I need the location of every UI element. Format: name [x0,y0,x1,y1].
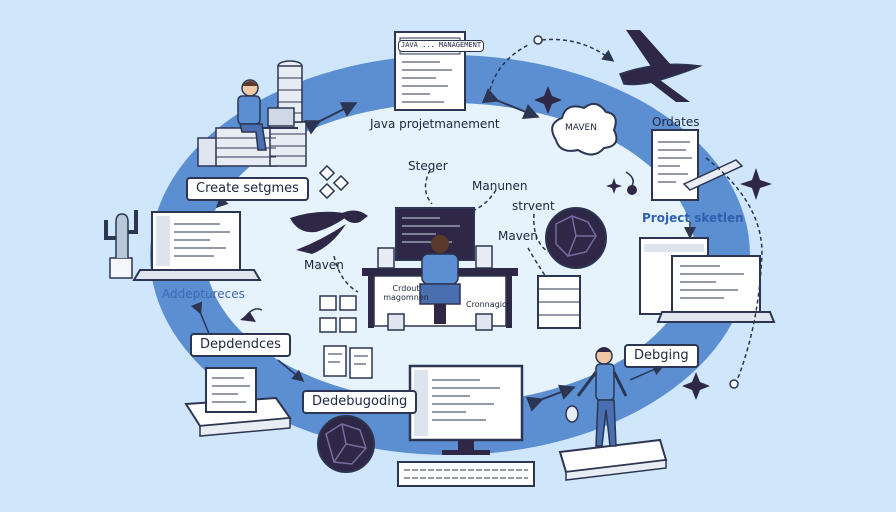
left-laptop-illustration [132,211,262,281]
misc-arrows [191,195,665,382]
right-workstation-illustration [639,237,776,323]
manunen-label: Manunen [472,179,528,193]
developer-desk-illustration [362,207,518,331]
dependency-sphere-icon [545,207,607,269]
stacked-packages-icon [319,295,357,333]
project-sketlen-label: Project sketlen [642,211,744,225]
create-setgmes-box: Create setgmes [186,177,309,202]
sparkle-icons [534,86,772,400]
bottom-sphere-icon [317,415,375,473]
ring-top-label: Java projetmanement [370,117,500,131]
maven-cloud-icon [551,102,618,156]
developer-on-coins-illustration [197,60,307,167]
dashed-connector-top [489,35,615,91]
strvent-label: strvent [512,199,555,213]
plane-icon [619,30,703,102]
cactus-plant-illustration [104,210,138,279]
ring-arrows [303,88,576,412]
steger-label: Steger [408,159,448,173]
small-cubes-icon [318,164,350,200]
dedebugoding-box: Dedebugoding [302,390,418,415]
ordates-label: Ordates [652,115,700,129]
updates-document-illustration [625,129,744,201]
books-and-screen-illustration [184,367,292,437]
dashed-connectors-inner [333,169,549,293]
bottom-desktop-computer [397,364,535,487]
server-cabinet-illustration [537,275,581,329]
doc-cards-icon [323,345,373,379]
maven-right-label: Maven [498,229,538,243]
top-doc-title: JAVA ... MANAGEMENT [398,40,485,52]
maven-left-label: Maven [304,258,344,272]
debging-box: Debging [624,344,699,369]
maven-bird-icon [290,210,368,254]
addeptureces-label: Addeptureces [162,287,245,301]
dependences-box: Depdendces [190,333,291,358]
desk-right-label: Cronnagion [466,300,512,309]
desk-left-label: Crdout magomnen [383,284,429,303]
cloud-label: MAVEN [565,123,597,133]
developer-on-book-illustration [558,347,668,481]
dashed-connector-right [684,157,763,389]
